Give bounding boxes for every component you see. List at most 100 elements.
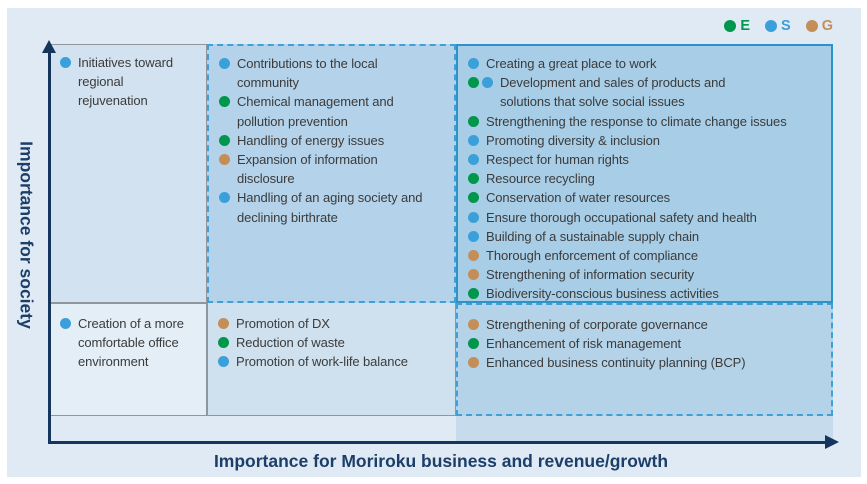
s-category-dot-icon — [468, 154, 479, 166]
item-dots — [468, 77, 493, 89]
legend-item: S — [765, 19, 791, 34]
matrix-item: Resource recycling — [468, 169, 817, 188]
x-axis-label: Importance for Moriroku business and rev… — [213, 451, 669, 471]
s-category-dot-icon — [468, 134, 479, 146]
matrix-item-label: Respect for human rights — [486, 152, 629, 168]
legend-dot-icon — [765, 20, 778, 33]
matrix-item-label: Reduction of waste — [236, 335, 345, 351]
s-category-dot-icon — [468, 58, 479, 69]
y-axis-label: Importance for society — [16, 141, 37, 329]
matrix-item-label: Conservation of water resources — [486, 190, 671, 206]
matrix-item-label: Creating a great place to work — [486, 56, 657, 71]
matrix-grid: Initiatives toward regional rejuvenation… — [49, 44, 833, 416]
matrix-item-label: Biodiversity-conscious business activiti… — [486, 286, 719, 302]
matrix-item: Strengthening the response to climate ch… — [468, 112, 817, 131]
e-category-dot-icon — [468, 338, 479, 350]
item-dots — [219, 96, 230, 108]
s-category-dot-icon — [219, 58, 230, 69]
matrix-item: Enhancement of risk management — [468, 334, 817, 353]
item-dots — [219, 154, 230, 166]
item-dots — [468, 230, 479, 242]
matrix-item-label: Expansion of information disclosure — [237, 152, 378, 187]
s-category-dot-icon — [482, 77, 493, 89]
e-category-dot-icon — [468, 173, 479, 185]
item-dots — [60, 57, 71, 68]
item-dots — [468, 134, 479, 146]
matrix-item: Enhanced business continuity planning (B… — [468, 353, 817, 372]
matrix-item: Handling of an aging society and declini… — [219, 188, 440, 226]
item-dots — [468, 250, 479, 262]
cell-row1-col1: Initiatives toward regional rejuvenation — [49, 44, 207, 303]
y-axis-line — [48, 51, 51, 444]
s-category-dot-icon — [468, 230, 479, 242]
matrix-item: Thorough enforcement of compliance — [468, 246, 817, 265]
e-category-dot-icon — [218, 337, 229, 349]
e-category-dot-icon — [468, 77, 479, 89]
matrix-item-label: Promotion of work-life balance — [236, 354, 408, 370]
e-category-dot-icon — [468, 115, 479, 127]
matrix-item-label: Strengthening of corporate governance — [486, 317, 708, 332]
g-category-dot-icon — [468, 250, 479, 262]
legend-item: G — [805, 18, 833, 34]
item-dots — [219, 58, 230, 69]
matrix-item-label: Ensure thorough occupational safety and … — [486, 209, 757, 225]
matrix-item: Ensure thorough occupational safety and … — [468, 208, 817, 227]
item-dots — [468, 319, 479, 330]
matrix-item: Chemical management and pollution preven… — [219, 92, 440, 130]
matrix-item-label: Resource recycling — [486, 171, 595, 187]
matrix-item-label: Handling of an aging society and declini… — [237, 190, 423, 225]
matrix-item: Strengthening of corporate governance — [468, 315, 817, 334]
legend-dot-icon — [805, 20, 818, 33]
matrix-item-label: Strengthening of information security — [486, 267, 695, 283]
matrix-item: Conservation of water resources — [468, 188, 817, 207]
item-dots — [218, 318, 229, 329]
item-dots — [468, 58, 479, 69]
matrix-item-label: Enhanced business continuity planning (B… — [486, 355, 746, 371]
item-dots — [218, 337, 229, 349]
matrix-item: Biodiversity-conscious business activiti… — [468, 284, 817, 303]
matrix-item: Promoting diversity & inclusion — [468, 131, 817, 150]
matrix-item-label: Strengthening the response to climate ch… — [486, 113, 787, 129]
matrix-item-label: Promoting diversity & inclusion — [486, 132, 660, 148]
item-dots — [468, 154, 479, 166]
s-category-dot-icon — [60, 57, 71, 68]
legend-item-label: G — [821, 18, 833, 34]
item-dots — [468, 192, 479, 204]
matrix-item-label: Creation of a more comfortable office en… — [78, 316, 184, 370]
matrix-item: Building of a sustainable supply chain — [468, 227, 817, 246]
y-axis-arrow-icon — [42, 40, 56, 53]
matrix-item-label: Enhancement of risk management — [486, 336, 681, 352]
s-category-dot-icon — [219, 192, 230, 204]
matrix-item: Promotion of DX — [218, 314, 441, 333]
x-axis-arrow-icon — [825, 435, 839, 449]
matrix-item: Respect for human rights — [468, 150, 817, 169]
g-category-dot-icon — [468, 269, 479, 281]
e-category-dot-icon — [468, 288, 479, 300]
matrix-item: Development and sales of products and so… — [468, 73, 817, 111]
matrix-item: Creating a great place to work — [468, 54, 817, 73]
matrix-item: Expansion of information disclosure — [219, 150, 440, 188]
e-category-dot-icon — [468, 192, 479, 204]
item-dots — [468, 269, 479, 281]
g-category-dot-icon — [468, 357, 479, 369]
item-dots — [468, 357, 479, 369]
e-category-dot-icon — [219, 134, 230, 146]
s-category-dot-icon — [468, 211, 479, 223]
g-category-dot-icon — [218, 318, 229, 329]
item-dots — [468, 211, 479, 223]
item-dots — [468, 173, 479, 185]
item-dots — [468, 338, 479, 350]
e-category-dot-icon — [219, 96, 230, 108]
legend-item-label: S — [781, 18, 791, 34]
matrix-item-label: Initiatives toward regional rejuvenation — [78, 55, 174, 109]
item-dots — [219, 192, 230, 204]
s-category-dot-icon — [218, 356, 229, 368]
g-category-dot-icon — [468, 319, 479, 330]
item-dots — [468, 115, 479, 127]
legend-dot-icon — [724, 20, 737, 33]
